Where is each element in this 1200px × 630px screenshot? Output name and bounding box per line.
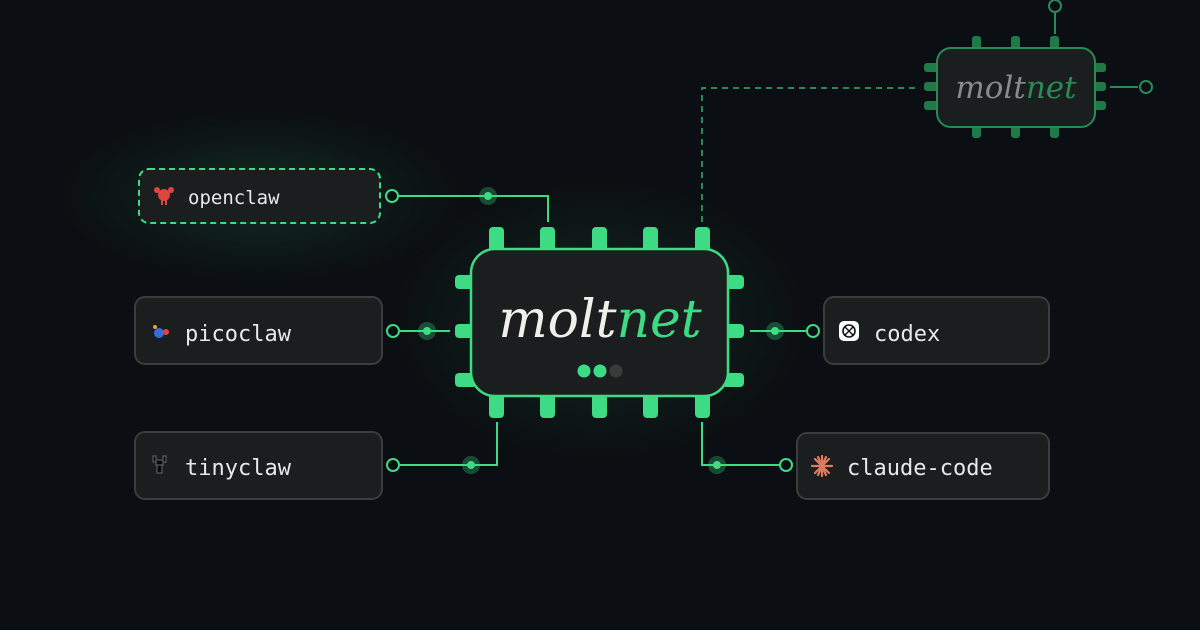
openclaw-icon: [154, 187, 174, 205]
port-codex: [806, 324, 820, 338]
openclaw-label: openclaw: [188, 187, 280, 209]
node-tinyclaw[interactable]: tinyclaw: [134, 431, 383, 500]
node-claude-code[interactable]: claude-code: [796, 432, 1050, 500]
picoclaw-icon: [153, 325, 169, 338]
remote-link: [701, 13, 1138, 222]
connector-lines: [398, 195, 807, 466]
remote-brand: moltnet: [955, 70, 1077, 106]
hub-chip[interactable]: moltnet: [455, 227, 744, 418]
hub-brand-part1: molt: [498, 290, 616, 350]
codex-label: codex: [874, 322, 940, 347]
status-dot-inactive: [609, 364, 623, 378]
line-openclaw: [398, 195, 549, 222]
line-tinyclaw: [400, 422, 498, 466]
remote-chip[interactable]: moltnet: [924, 36, 1106, 138]
status-dot-active: [593, 364, 607, 378]
tinyclaw-icon: [152, 455, 167, 474]
connector-endpoints: [385, 0, 1153, 474]
remote-brand-part2: net: [1026, 70, 1077, 106]
port-remote-top: [1048, 0, 1062, 13]
hub-brand-part2: net: [616, 290, 701, 350]
port-picoclaw: [386, 324, 400, 338]
claude-icon: [810, 454, 834, 478]
hub-brand: moltnet: [498, 290, 701, 350]
remote-brand-part1: molt: [955, 70, 1026, 106]
claude-code-label: claude-code: [847, 456, 993, 481]
port-remote-right: [1139, 80, 1153, 94]
status-dot-active: [577, 364, 591, 378]
hub-status-dots: [577, 364, 623, 378]
node-codex[interactable]: codex: [823, 296, 1050, 365]
port-openclaw: [385, 189, 399, 203]
tinyclaw-label: tinyclaw: [185, 456, 292, 481]
line-claude-code: [701, 422, 780, 466]
node-picoclaw[interactable]: picoclaw: [134, 296, 383, 365]
junction-nodes: [418, 187, 784, 474]
openai-icon: [839, 321, 859, 341]
node-openclaw[interactable]: openclaw: [138, 168, 381, 224]
port-claude-code: [779, 458, 793, 472]
port-tinyclaw: [386, 458, 400, 472]
picoclaw-label: picoclaw: [185, 322, 292, 347]
